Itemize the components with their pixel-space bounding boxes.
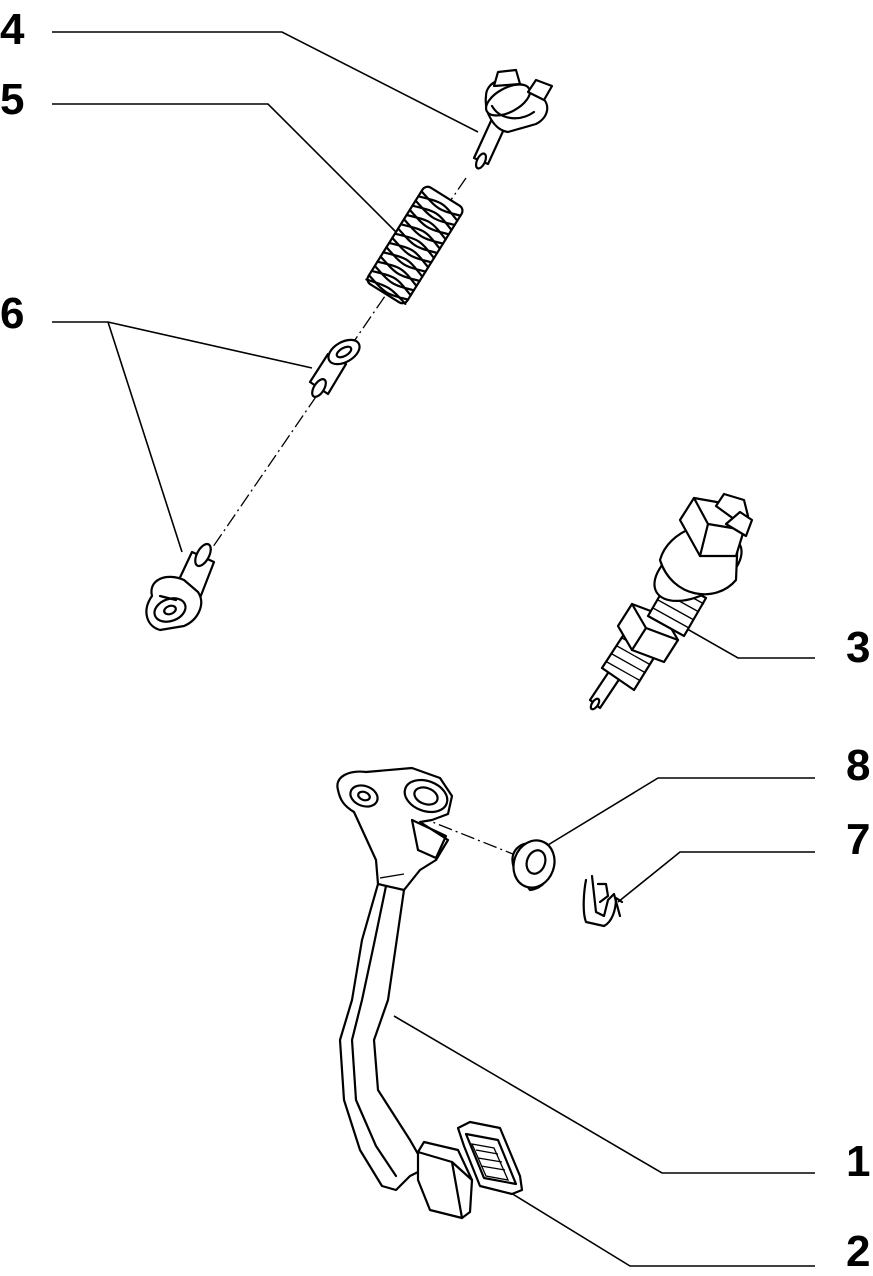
leader-6b	[107, 321, 183, 553]
leader-8	[542, 777, 815, 849]
part-6-rod-end	[145, 542, 216, 632]
part-5-coil-spring	[365, 185, 464, 305]
callout-3: 3	[846, 623, 871, 672]
part-4-clevis-pin	[472, 68, 554, 170]
leader-7	[617, 851, 815, 903]
part-8-washer	[511, 839, 556, 892]
part-2-pedal-pad	[456, 1120, 524, 1196]
callout-5: 5	[0, 75, 25, 124]
callout-6: 6	[0, 289, 25, 338]
leader-5	[52, 103, 397, 233]
part-7-retaining-clip	[582, 874, 624, 928]
callout-8: 8	[846, 741, 871, 790]
part-3-stop-switch	[588, 492, 754, 711]
part-6-spring-seat	[308, 338, 361, 398]
leader-1	[393, 1015, 815, 1174]
leader-3	[667, 617, 815, 659]
part-1-brake-pedal	[336, 766, 474, 1220]
leader-lines	[52, 31, 815, 1267]
leader-6a	[52, 321, 313, 369]
leader-2	[505, 1189, 815, 1267]
leader-4	[52, 31, 479, 133]
callout-2: 2	[846, 1227, 871, 1276]
callout-7: 7	[846, 815, 871, 864]
callout-1: 1	[846, 1137, 871, 1186]
callout-4: 4	[0, 5, 25, 54]
